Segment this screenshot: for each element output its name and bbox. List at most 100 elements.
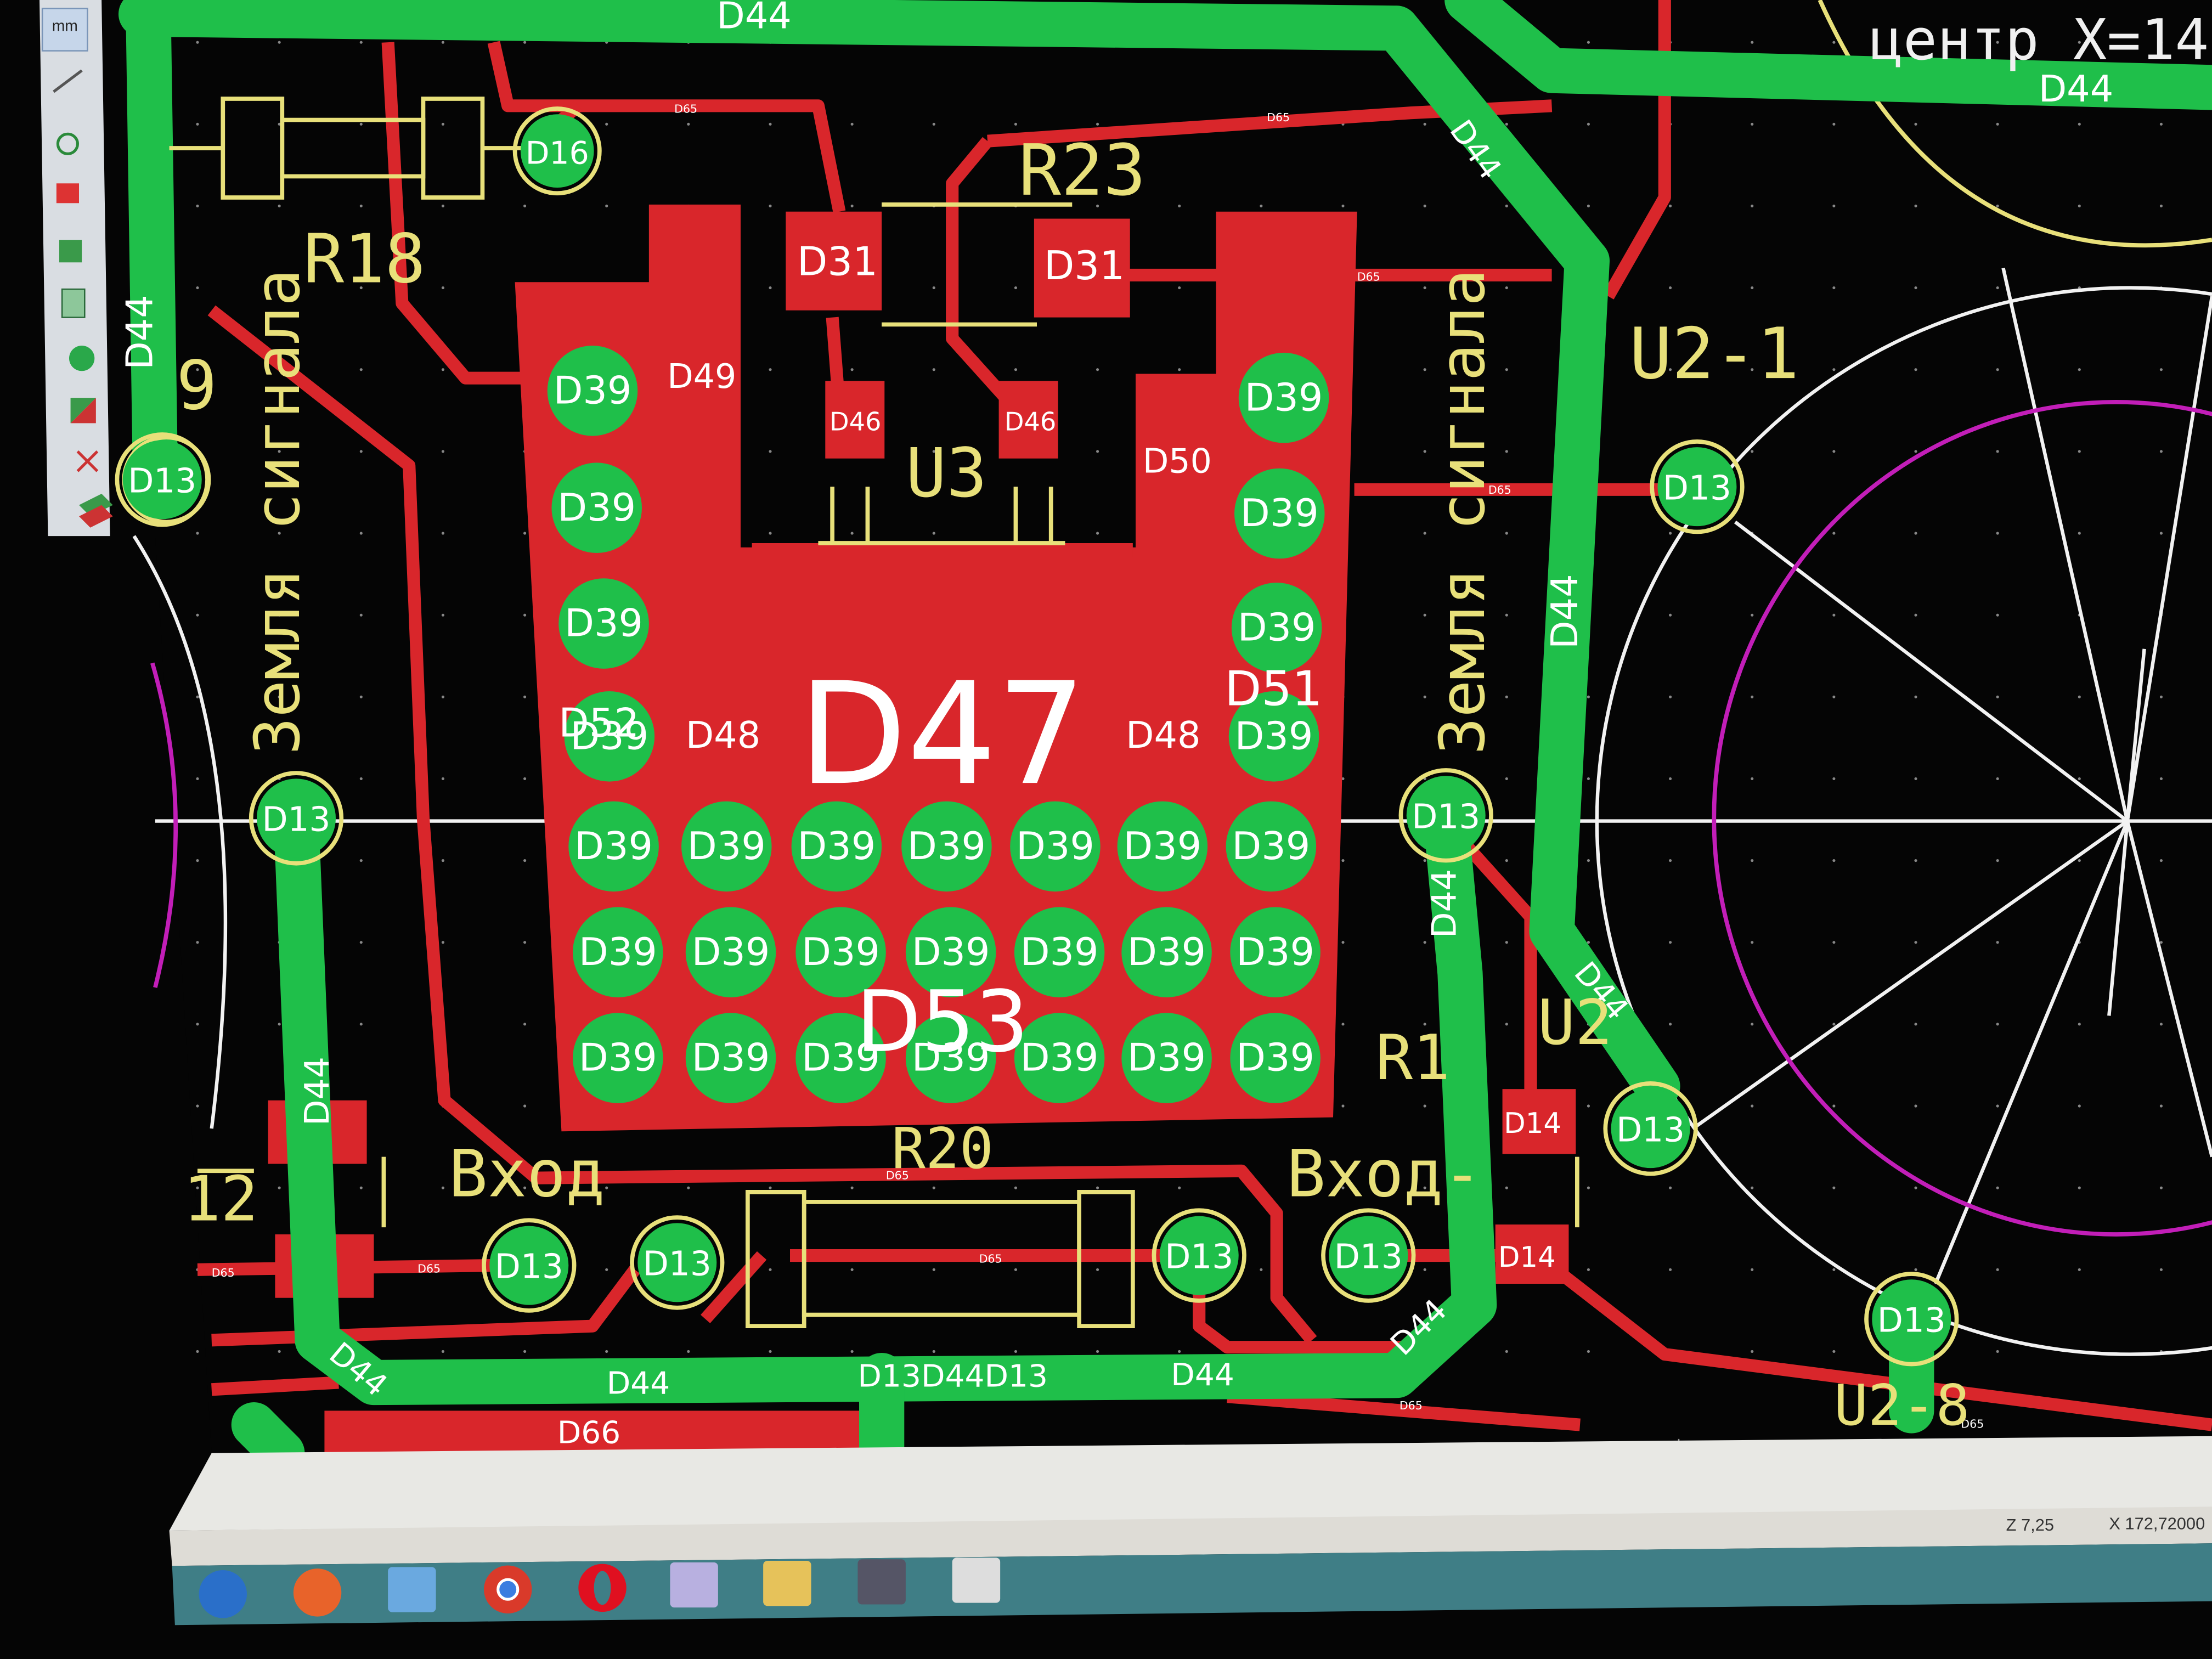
via-d39[interactable]: D39 <box>547 346 638 436</box>
via-d39[interactable]: D39 <box>1010 801 1101 892</box>
via-d39[interactable]: D39 <box>1014 907 1105 997</box>
pad-d31-left: D31 <box>797 238 878 284</box>
contrast-mode-icon[interactable] <box>70 398 96 424</box>
via-d39[interactable]: D39 <box>795 907 886 997</box>
via-display-icon[interactable] <box>69 346 95 371</box>
via-label: D13 <box>1165 1238 1233 1277</box>
via-d39[interactable]: D39 <box>1014 1013 1105 1103</box>
left-toolbar: mm <box>40 0 113 537</box>
via-label: D39 <box>687 824 766 868</box>
chrome-icon[interactable] <box>484 1565 532 1613</box>
via-d39[interactable]: D39 <box>905 1013 996 1103</box>
via-d13[interactable]: D13 <box>630 1215 725 1310</box>
layers-icon[interactable] <box>79 494 113 528</box>
pad-d14-top: D14 <box>1504 1107 1561 1140</box>
via-d39[interactable]: D39 <box>685 1013 776 1103</box>
via-d16[interactable]: D16 <box>512 106 602 196</box>
via-d13[interactable]: D13 <box>1321 1208 1416 1303</box>
silk-input-right: Вход- <box>1286 1136 1482 1212</box>
via-d13[interactable]: D13 <box>482 1218 577 1313</box>
via-label: D39 <box>570 714 648 758</box>
start-orb-icon[interactable] <box>199 1570 247 1618</box>
canvas-bottom-area <box>169 1436 2212 1531</box>
label-d48-left: D48 <box>686 714 761 757</box>
via-label: D39 <box>1232 824 1310 868</box>
silk-input-left: Вход <box>449 1136 605 1212</box>
gerber-viewer-icon[interactable] <box>952 1558 1001 1603</box>
track-label-d65: D65 <box>1267 111 1290 124</box>
via-d39[interactable]: D39 <box>1117 801 1208 892</box>
via-d39[interactable]: D39 <box>1121 907 1212 997</box>
file-explorer-icon[interactable] <box>763 1561 811 1606</box>
via-d39[interactable]: D39 <box>1226 801 1317 892</box>
via-d13[interactable]: D13 <box>1603 1081 1698 1176</box>
control-panel-icon[interactable] <box>388 1567 436 1612</box>
via-d39[interactable]: D39 <box>1231 583 1322 673</box>
units-mm-button[interactable] <box>41 8 88 52</box>
via-label: D39 <box>1020 930 1099 974</box>
via-label: D39 <box>797 824 876 868</box>
via-d13[interactable]: D13 <box>1398 768 1493 863</box>
via-label: D39 <box>554 368 632 413</box>
track-label-d44-rightdown: D44 <box>1425 869 1464 938</box>
via-label: D39 <box>692 930 770 974</box>
grid-toggle-icon[interactable] <box>53 69 83 93</box>
via-d39[interactable]: D39 <box>573 907 663 997</box>
via-d39[interactable]: D39 <box>568 801 659 892</box>
track-label-d65: D65 <box>1400 1399 1423 1412</box>
ratsnest-icon[interactable] <box>76 450 99 472</box>
via-d13[interactable]: D13 <box>115 432 210 527</box>
via-d13[interactable]: D13 <box>1864 1272 1959 1367</box>
via-d39[interactable]: D39 <box>1234 468 1325 559</box>
track-display-icon[interactable] <box>59 240 82 263</box>
via-label: D39 <box>579 1036 657 1080</box>
label-d50: D50 <box>1143 441 1212 481</box>
silk-r23: R23 <box>1019 130 1146 212</box>
via-d13[interactable]: D13 <box>1152 1208 1246 1303</box>
zone-fill-icon[interactable] <box>61 288 86 318</box>
track-label-d44-bottom2: D44 <box>1171 1357 1234 1393</box>
track-label-d65: D65 <box>417 1262 441 1275</box>
opera-icon[interactable] <box>578 1564 627 1612</box>
via-d39[interactable]: D39 <box>1228 691 1319 782</box>
via-d13[interactable]: D13 <box>249 771 344 866</box>
via-d39[interactable]: D39 <box>1230 907 1321 997</box>
via-d39[interactable]: D39 <box>558 578 649 669</box>
media-clapper-icon[interactable] <box>857 1559 906 1605</box>
via-d39[interactable]: D39 <box>1238 352 1329 443</box>
via-label: D39 <box>1236 930 1314 974</box>
via-d39[interactable]: D39 <box>1230 1013 1321 1103</box>
pad-d46-left: D46 <box>830 407 882 436</box>
via-d39[interactable]: D39 <box>573 1013 663 1103</box>
via-label: D39 <box>1123 824 1201 868</box>
via-d39[interactable]: D39 <box>551 462 642 553</box>
via-d39[interactable]: D39 <box>791 801 882 892</box>
via-label: D13 <box>128 461 196 500</box>
via-d39[interactable]: D39 <box>795 1013 886 1103</box>
via-label: D39 <box>912 930 990 974</box>
pen-tool-icon[interactable] <box>670 1562 718 1608</box>
polar-coords-icon[interactable] <box>56 132 80 155</box>
pad-display-icon[interactable] <box>56 183 79 204</box>
silk-r19: R1 <box>1375 1022 1450 1094</box>
track-label-d44-topright: D44 <box>2039 67 2114 110</box>
silk-r18: R18 <box>303 219 426 298</box>
via-d39[interactable]: D39 <box>905 907 996 997</box>
via-label: D39 <box>1020 1036 1099 1080</box>
via-label: D39 <box>565 601 643 646</box>
via-d39[interactable]: D39 <box>685 907 776 997</box>
label-d48-right: D48 <box>1126 714 1201 757</box>
via-d13[interactable]: D13 <box>1650 439 1745 534</box>
via-d39[interactable]: D39 <box>1121 1013 1212 1103</box>
via-d39[interactable]: D39 <box>564 691 655 782</box>
firefox-icon[interactable] <box>293 1568 342 1617</box>
silk-u2-right: U2 <box>1538 986 1612 1059</box>
via-d39[interactable]: D39 <box>901 801 992 892</box>
status-bar <box>169 1506 2212 1566</box>
via-label: D13 <box>1334 1238 1403 1277</box>
via-d39[interactable]: D39 <box>681 801 772 892</box>
taskbar-icons <box>199 1558 1001 1618</box>
silk-nine: 9 <box>176 347 217 426</box>
via-label: D13 <box>495 1248 563 1286</box>
